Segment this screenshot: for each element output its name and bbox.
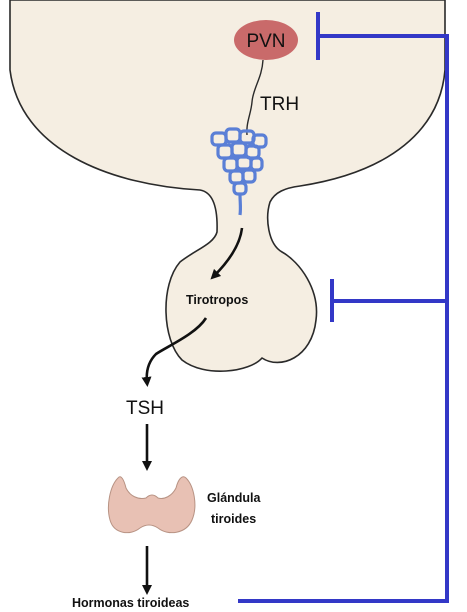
pvn-label: PVN xyxy=(246,31,285,52)
hypothalamus-pituitary-tissue xyxy=(10,0,445,371)
thyroid-icon xyxy=(108,477,194,533)
tirotropos-label: Tirotropos xyxy=(186,293,248,307)
glandula-label-line2: tiroides xyxy=(211,512,256,526)
trh-label: TRH xyxy=(260,94,299,115)
hormonas-label: Hormonas tiroideas xyxy=(72,596,189,610)
glandula-label-line1: Glándula xyxy=(207,491,262,505)
tsh-label: TSH xyxy=(126,398,164,419)
